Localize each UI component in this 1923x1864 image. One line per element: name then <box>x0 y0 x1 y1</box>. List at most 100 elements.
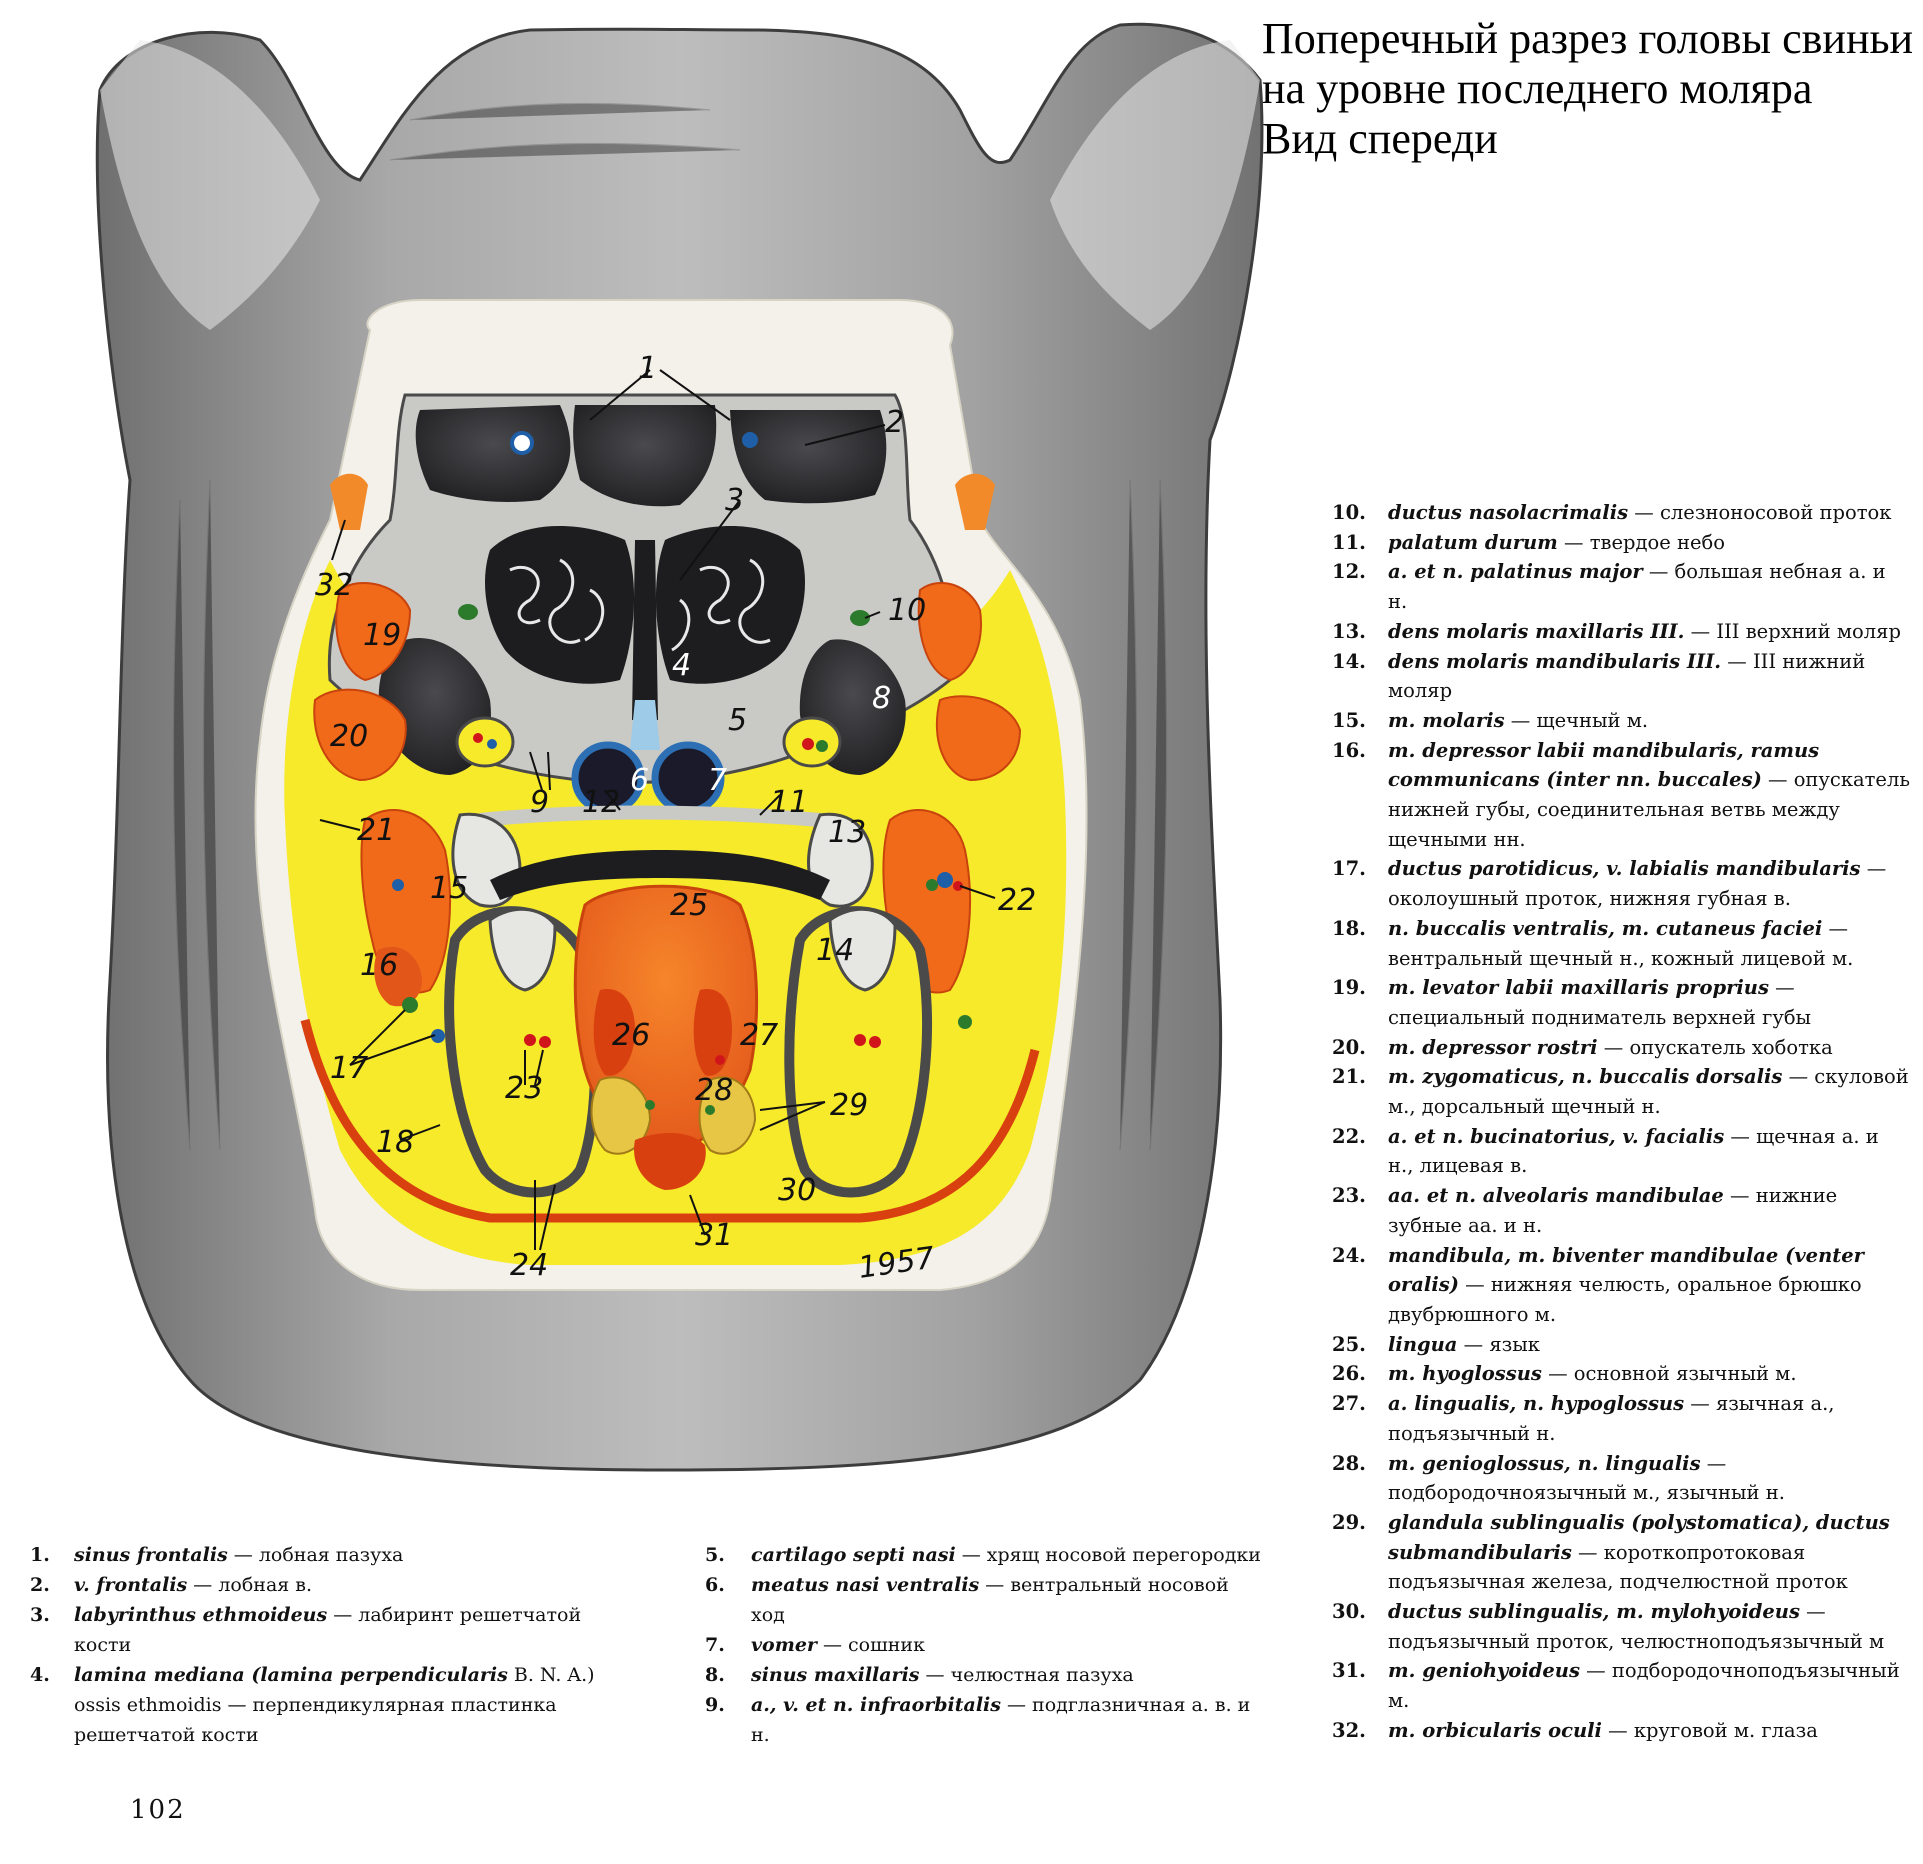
legend-item: 8.sinus maxillaris — челюстная пазуха <box>705 1664 1134 1686</box>
label-3: 3 <box>725 483 744 518</box>
label-11: 11 <box>770 785 808 820</box>
levator-labii-right <box>917 581 982 682</box>
legend-item: 5.cartilago septi nasi — хрящ носовой пе… <box>705 1544 1261 1566</box>
label-19: 19 <box>363 618 401 653</box>
infraorbital-nerve-right <box>816 740 828 752</box>
cross-section-svg: 1 2 3 4 5 6 7 8 9 10 11 12 13 14 15 16 1… <box>95 22 1264 1472</box>
infraorbital-artery-right <box>802 738 814 750</box>
ethmoid-labyrinth-right <box>655 526 805 684</box>
title-line-2: на уровне последнего моляра <box>1262 64 1813 113</box>
label-18: 18 <box>376 1125 414 1160</box>
label-24: 24 <box>510 1248 548 1283</box>
figure-labels: 1 2 3 4 5 6 7 8 9 10 11 12 13 14 15 16 1… <box>315 351 1036 1283</box>
ear-right <box>1050 40 1260 330</box>
legend-right: 10.ductus nasolacrimalis — слезноносовой… <box>1332 498 1910 1746</box>
parotid-duct <box>402 997 418 1013</box>
label-20: 20 <box>330 719 368 754</box>
legend-item: 4.lamina mediana (lamina perpendicularis… <box>30 1664 595 1746</box>
legend-item: 16.m. depressor labii mandibularis, ramu… <box>1332 738 1910 851</box>
ethmoid-labyrinth-left <box>485 526 635 684</box>
ethmoid-lamina <box>632 540 658 720</box>
cutaneus-line <box>300 1018 1040 1223</box>
oral-cavity <box>490 850 830 900</box>
label-6: 6 <box>630 763 649 798</box>
alveolar-artery-left <box>524 1034 536 1046</box>
orbicularis-oculi-left <box>330 473 368 530</box>
label-1: 1 <box>638 351 657 386</box>
legend-item: 17.ductus parotidicus, v. labialis mandi… <box>1332 857 1887 911</box>
lower-molar-left <box>488 907 557 992</box>
label-21: 21 <box>357 813 395 848</box>
geniohyoideus <box>634 1133 706 1190</box>
frontal-sinus-left <box>415 405 571 502</box>
alveolar-artery-right <box>854 1034 866 1046</box>
cross-section-illustration: 1 2 3 4 5 6 7 8 9 10 11 12 13 14 15 16 1… <box>60 0 1280 1480</box>
leader-lines <box>319 369 996 1251</box>
legend-item: 28.m. genioglossus, n. lingualis — подбо… <box>1332 1451 1785 1505</box>
hyoglossus-left <box>593 989 635 1076</box>
nasolacrimal-duct-left <box>458 604 478 620</box>
title-line-3: Вид спереди <box>1262 114 1498 163</box>
legend-item: 3.labyrinthus ethmoideus — лабиринт реше… <box>30 1604 582 1656</box>
depressor-labii-left <box>374 946 422 1007</box>
levator-labii-left <box>335 581 412 682</box>
label-29: 29 <box>830 1088 868 1123</box>
legend-item: 24.mandibula, m. biventer mandibulae (ve… <box>1332 1243 1864 1326</box>
label-22: 22 <box>998 883 1036 918</box>
label-4: 4 <box>672 648 691 683</box>
infraorbital-canal-left <box>455 716 515 768</box>
legend-item: 11.palatum durum — твердое небо <box>1332 530 1726 554</box>
legend-item: 9.a., v. et n. infraorbitalis — подглазн… <box>705 1694 1251 1746</box>
frontal-vein-left <box>510 431 534 455</box>
hard-palate <box>479 805 821 827</box>
buccal-nerve-right <box>958 1015 972 1029</box>
legend-item: 12.a. et n. palatinus major — большая не… <box>1332 560 1886 614</box>
legend-item: 26.m. hyoglossus — основной язычный м. <box>1332 1362 1797 1386</box>
lingual-artery <box>715 1055 725 1065</box>
legend-item: 20.m. depressor rostri — опускатель хобо… <box>1332 1035 1833 1059</box>
ear-left <box>100 40 320 330</box>
legend-item: 27.a. lingualis, n. hypoglossus — язычна… <box>1332 1392 1835 1445</box>
legend-item: 30.ductus sublingualis, m. mylohyoideus … <box>1332 1600 1885 1653</box>
nasolacrimal-duct-right <box>850 610 870 626</box>
legend-bottom-middle: 5.cartilago septi nasi — хрящ носовой пе… <box>705 1540 1265 1750</box>
hyoglossus-right <box>693 989 732 1076</box>
label-10: 10 <box>888 593 926 628</box>
legend-item: 10.ductus nasolacrimalis — слезноносовой… <box>1332 501 1892 524</box>
frontal-sinus-middle <box>573 405 717 507</box>
legend-item: 14.dens molaris mandibularis III. — III … <box>1332 649 1866 703</box>
legend-item: 29.glandula sublingualis (polystomatica)… <box>1332 1510 1890 1594</box>
legend-item: 31.m. geniohyoideus — подбородочноподъяз… <box>1332 1659 1900 1713</box>
label-5: 5 <box>728 703 747 738</box>
label-17: 17 <box>330 1051 368 1086</box>
label-14: 14 <box>816 933 854 968</box>
title-line-1: Поперечный разрез головы свиньи <box>1262 14 1914 63</box>
facial-vein <box>937 872 953 888</box>
ethmoid-scrolls <box>509 558 771 652</box>
legend-item: 1.sinus frontalis — лобная пазуха <box>30 1544 404 1566</box>
frontal-sinus-right <box>730 410 887 504</box>
alveolar-nerve-right <box>869 1036 881 1048</box>
legend-item: 25.lingua — язык <box>1332 1332 1540 1356</box>
page-number: 102 <box>130 1795 186 1825</box>
legend-item: 7.vomer — сошник <box>705 1634 925 1656</box>
label-32: 32 <box>315 568 353 603</box>
label-27: 27 <box>740 1018 778 1053</box>
zygomatic-nerve <box>392 879 404 891</box>
labial-vein <box>431 1029 445 1043</box>
depressor-rostri-right <box>935 695 1022 782</box>
nasal-septum-cartilage <box>630 700 660 750</box>
sublingual-gland-right <box>698 1076 757 1155</box>
legend-bottom-left: 1.sinus frontalis — лобная пазуха 2.v. f… <box>30 1540 605 1750</box>
legend-item: 22.a. et n. bucinatorius, v. facialis — … <box>1332 1124 1879 1178</box>
hypoglossal-nerve <box>645 1100 655 1110</box>
label-9: 9 <box>530 785 549 820</box>
figure-title: Поперечный разрез головы свиньи на уровн… <box>1262 14 1917 164</box>
label-15: 15 <box>430 871 468 906</box>
legend-item: 6.meatus nasi ventralis — вентральный но… <box>705 1574 1229 1626</box>
lower-molar-right <box>828 907 897 992</box>
molaris-muscle-left <box>360 809 451 994</box>
infraorbital-vein-left <box>487 739 497 749</box>
label-7: 7 <box>708 763 727 798</box>
legend-item: 13.dens molaris maxillaris III. — III ве… <box>1332 619 1901 643</box>
